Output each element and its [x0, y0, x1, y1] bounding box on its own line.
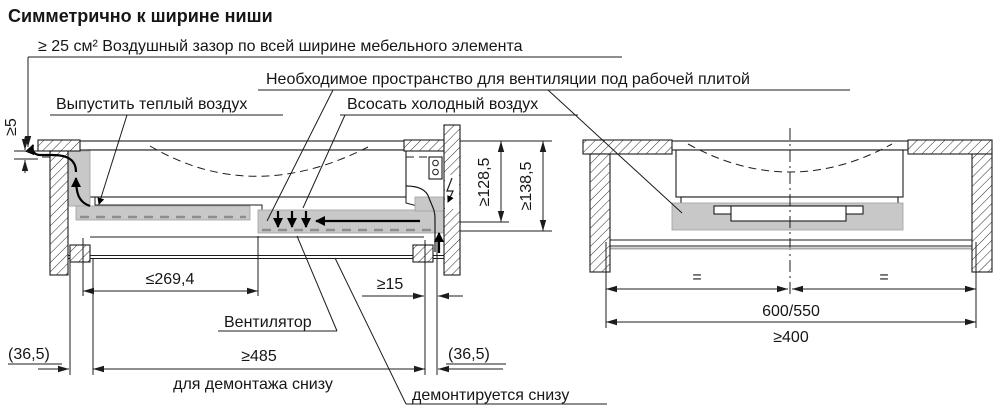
- dim-min-height-2: ≥138,5: [518, 161, 535, 210]
- air-gap-label: ≥ 25 см² Воздушный зазор по всей ширине …: [38, 38, 523, 55]
- worktop-left-block: [37, 139, 81, 152]
- worktop-right-block: [403, 139, 445, 152]
- shelf-cleat-left: [69, 244, 91, 263]
- dim-min-niche: ≥400: [773, 329, 809, 346]
- dimension-lines: [14, 137, 977, 375]
- left-section-view: [25, 124, 461, 276]
- cabinet-left-wall: [49, 150, 69, 276]
- dismantled-leader: [334, 257, 407, 405]
- cabinet-wall-left-front: [589, 153, 611, 273]
- bracket-screw-bottom: [432, 168, 439, 176]
- vent-space-leader-left: [266, 89, 334, 222]
- dim-overhang-right: (36,5): [448, 346, 490, 363]
- power-cable: [405, 185, 436, 252]
- cold-air-leader: [302, 114, 346, 209]
- page-title: Симметрично к ширине ниши: [8, 6, 273, 26]
- dim-max-left-width: ≤269,4: [146, 271, 195, 288]
- pot-bowl-dashed-front: [687, 143, 893, 173]
- hob-body: [87, 149, 407, 198]
- dim-overhang-left: (36,5): [8, 346, 50, 363]
- dim-equal-right: =: [879, 269, 888, 286]
- airflow-in-arrows: [273, 211, 444, 253]
- dismantled-label: демонтируется снизу: [412, 387, 569, 404]
- vent-space-leader-right: [547, 89, 683, 214]
- power-connection-icon: [446, 177, 454, 203]
- dim-equal-left: =: [692, 269, 701, 286]
- bracket-screw-top: [432, 159, 439, 167]
- leader-lines: [8, 56, 850, 405]
- fan-label: Вентилятор: [224, 314, 312, 331]
- dim-front-gap: ≥5: [3, 118, 20, 136]
- hob-glass-front: [667, 140, 909, 151]
- worktop-right-front: [907, 139, 993, 155]
- airflow-out-arrow: [25, 144, 91, 208]
- cold-air-in-label: Всосать холодный воздух: [347, 96, 538, 113]
- dim-worktop-depth: 600/550: [762, 303, 820, 320]
- right-section-view: [582, 128, 993, 295]
- cabinet-wall-right-front: [971, 153, 993, 273]
- dim-min-height-1: ≥128,5: [476, 157, 493, 206]
- warm-air-leader: [97, 114, 128, 205]
- hob-glass: [77, 140, 407, 151]
- dim-service-width: ≥485: [241, 348, 277, 365]
- vent-unit-notch-inner: [730, 205, 847, 222]
- fan-leader: [296, 235, 338, 332]
- hob-tray-edge: [94, 197, 263, 211]
- worktop-left-front: [582, 139, 673, 155]
- for-dismantling-label: для демонтажа снизу: [173, 376, 333, 393]
- warm-air-out-label: Выпустить теплый воздух: [56, 96, 247, 113]
- dim-rear-gap: ≥15: [377, 276, 404, 293]
- pot-bowl-dashed: [149, 145, 369, 177]
- shelf-cleat-right: [412, 244, 434, 263]
- vent-space-label: Необходимое пространство для вентиляции …: [266, 71, 750, 88]
